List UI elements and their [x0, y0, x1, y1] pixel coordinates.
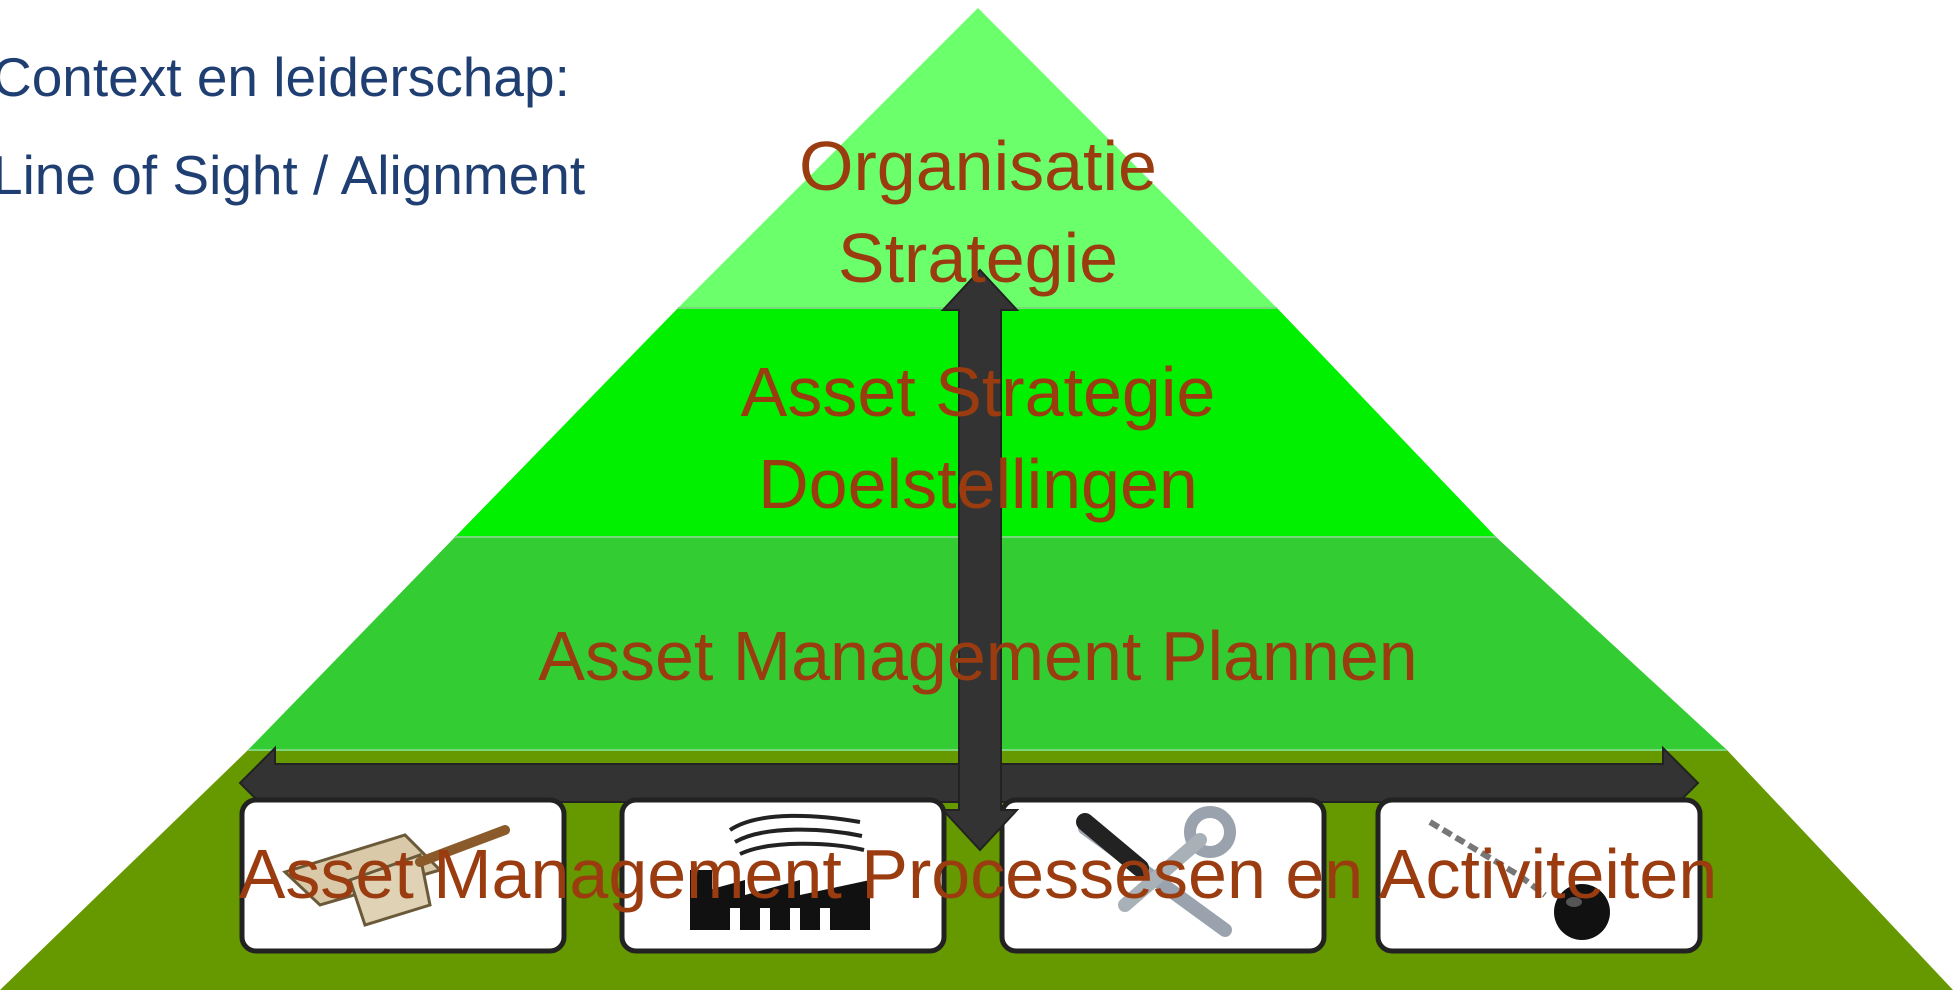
tier-label-asset-strategy: Asset Strategie Doelstellingen: [578, 346, 1378, 530]
tier-label-line: Organisatie: [799, 127, 1157, 205]
pyramid-tier-1: [678, 8, 1277, 308]
tier-label-am-plans: Asset Management Plannen: [378, 610, 1578, 702]
wrench-screwdriver-icon: [1076, 806, 1236, 937]
activity-card-4: [1375, 797, 1703, 954]
activity-card-2: [619, 797, 947, 954]
tier-label-line: Strategie: [837, 219, 1119, 297]
activity-card-1: [239, 797, 567, 954]
intro-line-context: Context en leiderschap:: [0, 46, 570, 108]
tier-label-line: Asset Management Processesen en Activite…: [238, 835, 1718, 913]
trowel-brick-icon: [282, 825, 510, 927]
vertical-double-arrow: [940, 268, 1020, 852]
factory-icon: [690, 813, 870, 930]
ball-and-chain-icon: [1428, 819, 1610, 940]
tier-label-line: Asset Management Plannen: [538, 617, 1418, 695]
tier-label-line: Asset Strategie: [740, 353, 1216, 431]
tier-label-am-processes: Asset Management Processesen en Activite…: [178, 828, 1778, 920]
intro-line-alignment: Line of Sight / Alignment: [0, 144, 586, 206]
tier-label-line: Doelstellingen: [758, 445, 1198, 523]
tier-label-organisation-strategy: Organisatie Strategie: [678, 120, 1278, 304]
activity-card-3: [999, 797, 1327, 954]
